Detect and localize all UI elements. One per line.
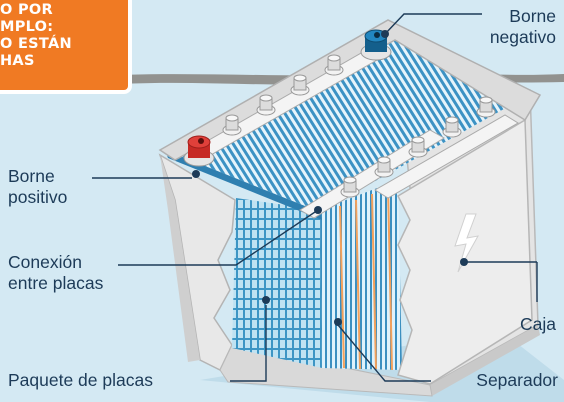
label-borne-negativo-line1: Borne <box>509 6 556 26</box>
label-conexion-line1: Conexión <box>8 252 82 272</box>
case-right-panel <box>397 118 533 385</box>
label-separador: Separador <box>476 370 558 390</box>
connector-posts <box>222 54 496 198</box>
label-paquete-de-placas: Paquete de placas <box>8 370 153 390</box>
example-badge: O POR MPLO: O ESTÁN HAS <box>0 0 132 94</box>
badge-line-2: MPLO: <box>0 19 54 35</box>
label-borne-negativo: Borne negativo <box>490 6 556 48</box>
label-borne-positivo: Borne positivo <box>8 166 67 208</box>
label-borne-positivo-line2: positivo <box>8 187 68 207</box>
badge-line-1: O POR <box>0 2 53 18</box>
badge-line-3: O ESTÁN <box>0 36 72 52</box>
leader-dots <box>192 30 468 326</box>
badge-line-4: HAS <box>0 53 35 69</box>
label-caja: Caja <box>520 314 556 334</box>
positive-terminal <box>183 135 215 167</box>
separators <box>339 185 393 371</box>
leader-lines <box>92 13 538 382</box>
case-rim <box>158 19 542 161</box>
label-borne-negativo-line2: negativo <box>489 27 556 47</box>
label-borne-positivo-line1: Borne <box>8 166 55 186</box>
label-conexion: Conexión entre placas <box>8 252 103 294</box>
label-conexion-line2: entre placas <box>8 273 104 293</box>
